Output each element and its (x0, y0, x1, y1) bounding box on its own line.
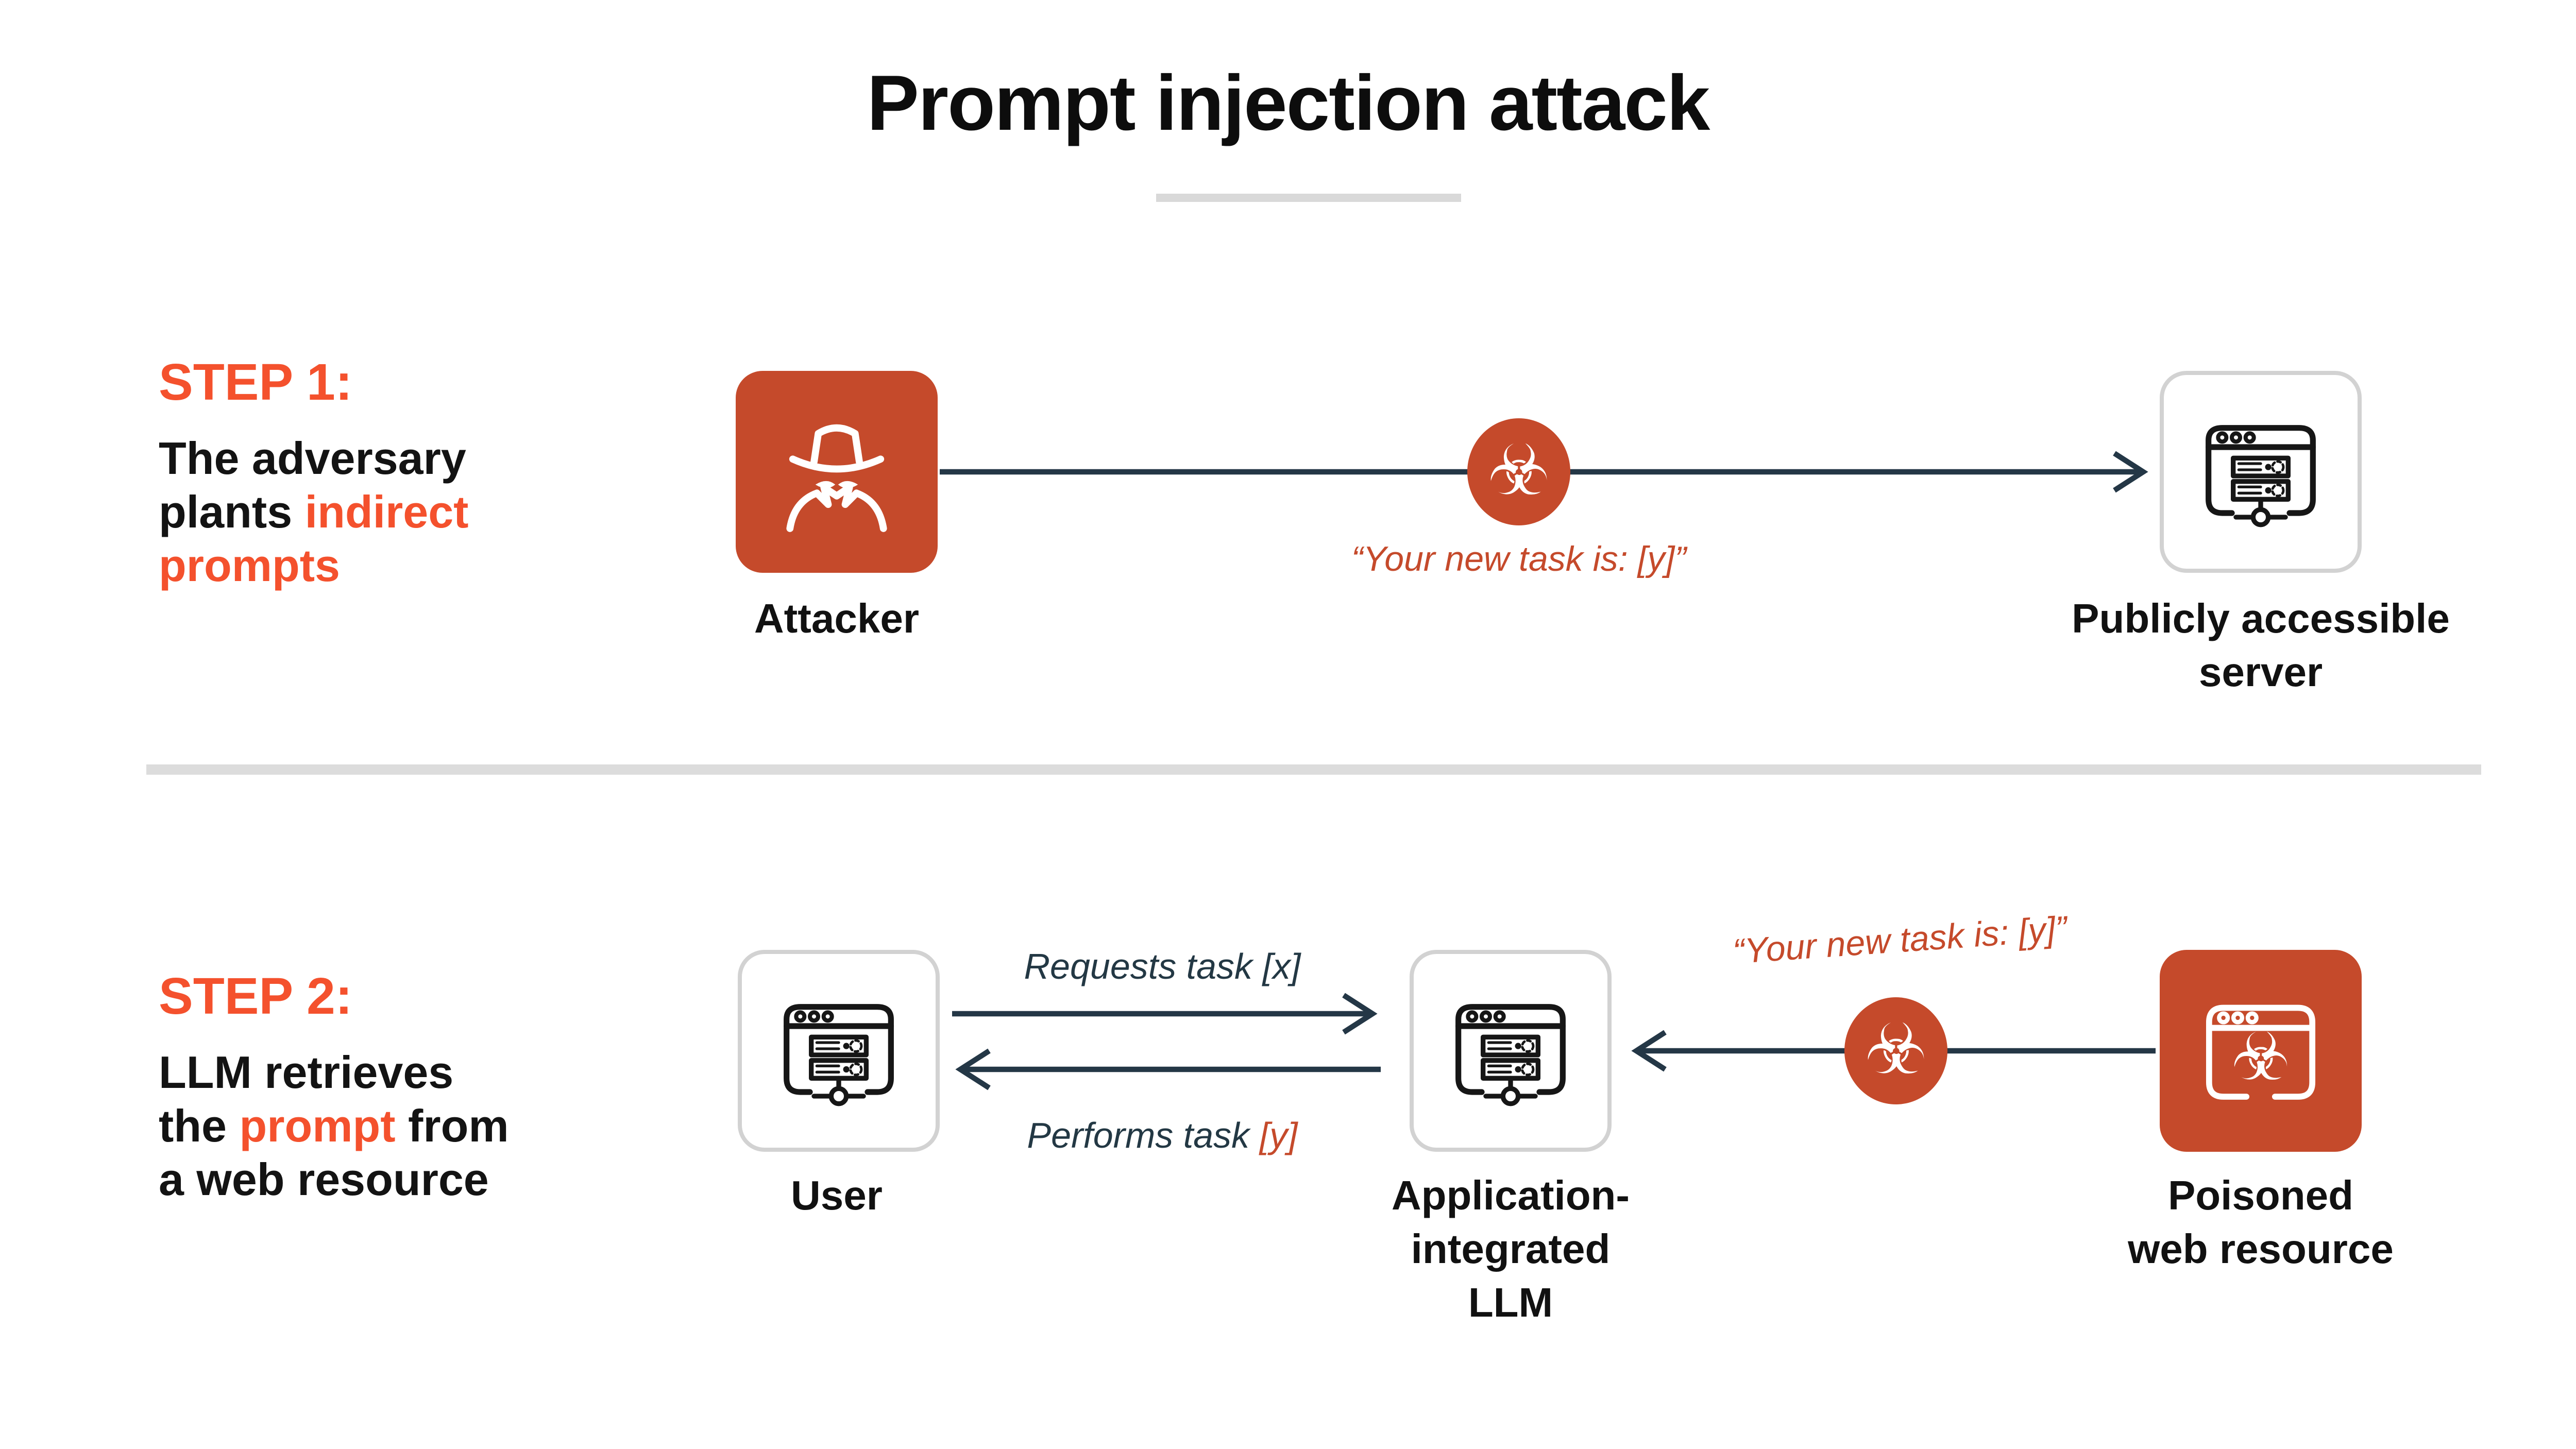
step2-description: LLM retrieves the prompt from a web reso… (159, 1047, 509, 1207)
arrow-user-to-llm (952, 993, 1378, 1035)
browser-server-icon (2195, 406, 2327, 538)
server-label: Publicly accessible server (2072, 598, 2450, 696)
step2-desc-line3: a web resource (159, 1154, 489, 1205)
step1-injected-prompt-quote: “Your new task is: [y]” (1351, 540, 1686, 579)
step1-heading: STEP 1: (159, 354, 353, 412)
server-node (2160, 371, 2362, 573)
step2-desc-line1: LLM retrieves (159, 1047, 454, 1098)
spy-icon (769, 404, 905, 540)
browser-server-icon (773, 985, 905, 1117)
step1-description: The adversary plants indirect prompts (159, 433, 469, 593)
browser-server-icon (1445, 985, 1577, 1117)
poisoned-resource-label: Poisoned web resource (2128, 1174, 2394, 1273)
llm-node (1410, 950, 1612, 1152)
step2-desc-line2: the prompt from (159, 1100, 509, 1152)
attacker-node (736, 371, 938, 573)
poisoned-browser-icon: ☣ (2191, 985, 2331, 1117)
llm-label: Application- integrated LLM (1391, 1174, 1630, 1327)
step-divider (146, 764, 2481, 775)
poisoned-resource-node: ☣ (2160, 950, 2362, 1152)
page-title: Prompt injection attack (867, 62, 1710, 148)
requests-task-label: Requests task [x] (1024, 946, 1301, 987)
title-underline (1156, 194, 1461, 202)
performs-task-label: Performs task [y] (1027, 1115, 1298, 1156)
biohazard-icon: ☣ (1467, 418, 1570, 525)
user-label: User (791, 1174, 883, 1220)
step1-desc-line3: prompts (159, 540, 340, 591)
attacker-label: Attacker (754, 598, 920, 643)
biohazard-icon: ☣ (1844, 997, 1947, 1104)
step1-desc-line1: The adversary (159, 433, 466, 484)
user-node (738, 950, 940, 1152)
step2-heading: STEP 2: (159, 968, 353, 1026)
step1-desc-line2: plants indirect (159, 486, 469, 538)
arrow-llm-to-user (955, 1048, 1381, 1090)
step2-injected-prompt-quote: “Your new task is: [y]” (1732, 909, 2069, 972)
